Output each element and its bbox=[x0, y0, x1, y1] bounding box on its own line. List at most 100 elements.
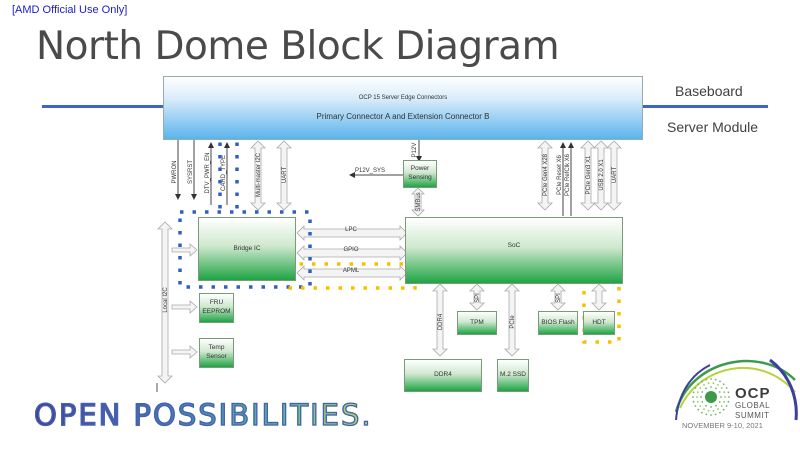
sunburst-dot bbox=[722, 383, 725, 386]
open-possibilities-tagline: OPEN POSSIBILITIES. bbox=[33, 397, 373, 432]
pcie-ssd-bus bbox=[504, 283, 520, 357]
gpio-label: GPIO bbox=[343, 247, 358, 253]
sunburst-dot bbox=[697, 383, 700, 386]
local-i2c-bus bbox=[157, 221, 173, 384]
smbus-label: SMBus bbox=[416, 192, 422, 211]
spi-bios-label: SPI bbox=[556, 293, 562, 303]
spi-bios-bus bbox=[550, 283, 566, 311]
sunburst-dot bbox=[697, 408, 700, 411]
uart-left-label: UART bbox=[282, 167, 288, 184]
sunburst-dot bbox=[715, 404, 717, 407]
bridge-ic-block: Bridge IC bbox=[198, 217, 296, 281]
event-date: NOVEMBER 9-10, 2021 bbox=[682, 421, 763, 430]
pwron-label: PWRON bbox=[172, 161, 178, 184]
ddr4-bus-label: DDR4 bbox=[438, 313, 444, 330]
ddr4-bus bbox=[432, 283, 448, 357]
uart-right-bus bbox=[606, 140, 622, 211]
sunburst-dot bbox=[694, 387, 697, 389]
sunburst-dot bbox=[705, 413, 708, 416]
sunburst-dot bbox=[719, 411, 721, 414]
sunburst-dot bbox=[717, 408, 719, 410]
sunburst-dot bbox=[718, 401, 721, 403]
dtv-pwr-en-label: DTV_PWR_EN bbox=[205, 152, 211, 193]
sunburst-dot bbox=[692, 391, 695, 394]
usb-label: USB 2.0 X1 bbox=[599, 159, 605, 191]
pcie-gen4-bus bbox=[537, 140, 553, 211]
bridge-domain-dotted-outline bbox=[178, 130, 312, 289]
spi-tpm-label: SPI bbox=[475, 293, 481, 303]
sunburst-dot bbox=[696, 396, 698, 398]
spi-tpm-bus bbox=[469, 283, 485, 311]
page-title: North Dome Block Diagram bbox=[36, 24, 560, 69]
sunburst-dot bbox=[707, 382, 710, 385]
hdt-block: HDT bbox=[583, 311, 615, 335]
hdt-bus bbox=[591, 283, 607, 311]
p12v-label: P12V bbox=[412, 143, 418, 158]
sunburst-dot bbox=[703, 384, 705, 386]
sunburst-dot bbox=[719, 380, 721, 383]
sunburst-dot bbox=[712, 409, 715, 412]
sunburst-dot bbox=[696, 391, 699, 394]
sunburst-dot bbox=[703, 408, 705, 410]
p12v-sys-label: P12V_SYS bbox=[355, 168, 385, 174]
lpc-label: LPC bbox=[345, 227, 357, 233]
sunburst-dot bbox=[710, 414, 712, 416]
edge-connector-subtitle: Primary Connector A and Extension Connec… bbox=[316, 112, 490, 121]
ocp-sunburst-icon bbox=[692, 378, 730, 416]
server-module-label: Server Module bbox=[667, 119, 759, 135]
m2-ssd-block: M.2 SSD bbox=[497, 359, 529, 392]
sysrst-label: SYSRST bbox=[188, 160, 194, 184]
ocp-summit-arcs bbox=[674, 358, 798, 421]
baseboard-label: Baseboard bbox=[675, 83, 743, 99]
pcie-refclk-label: PCIe RefClk X6 bbox=[565, 153, 571, 196]
pcie-gen3-bus bbox=[580, 140, 596, 211]
sunburst-dot bbox=[710, 378, 712, 380]
uart-left-bus bbox=[276, 140, 292, 211]
tpm-block: TPM bbox=[457, 311, 497, 335]
edge-connector-title: OCP 15 Server Edge Connectors bbox=[358, 95, 448, 101]
soc-block: SoC bbox=[405, 217, 623, 284]
sunburst-dot bbox=[715, 387, 717, 390]
sunburst-dot bbox=[692, 396, 694, 398]
ocp-global-line: GLOBAL bbox=[735, 401, 771, 410]
sunburst-dot bbox=[714, 378, 717, 381]
ocp-global-summit-text: GLOBAL SUMMIT bbox=[735, 401, 770, 421]
sunburst-dot bbox=[725, 405, 728, 407]
sunburst-dot bbox=[701, 401, 704, 403]
pcie-gen3-label: PCIe Gen3 X1 bbox=[586, 155, 592, 194]
sunburst-dot bbox=[727, 400, 730, 403]
sunburst-dot bbox=[692, 400, 695, 403]
sunburst-dot bbox=[700, 396, 702, 398]
sunburst-dot bbox=[701, 380, 703, 383]
mountain-badge-icon bbox=[705, 391, 717, 403]
multi-master-i2c-bus bbox=[250, 140, 266, 211]
temp-sensor-block: Temp Sensor bbox=[199, 338, 234, 368]
sunburst-dot bbox=[718, 391, 721, 393]
sunburst-dot bbox=[710, 406, 712, 408]
ddr4-block: DDR4 bbox=[404, 359, 482, 392]
sunburst-dot bbox=[722, 408, 725, 411]
sunburst-dot bbox=[694, 405, 697, 407]
sunburst-dot bbox=[717, 384, 719, 386]
sunburst-dot bbox=[727, 391, 730, 394]
sunburst-dot bbox=[705, 387, 707, 390]
apml-label: APML bbox=[343, 268, 360, 274]
local-i2c-to-temp bbox=[171, 345, 198, 359]
uart-right-label: UART bbox=[612, 167, 618, 184]
local-i2c-to-fru bbox=[171, 300, 198, 314]
smbus-bus bbox=[411, 187, 425, 217]
sunburst-dot bbox=[725, 387, 728, 389]
sunburst-dot bbox=[724, 396, 726, 398]
sunburst-dot bbox=[720, 405, 723, 407]
sunburst-dot bbox=[728, 396, 730, 398]
pcie-reset-label: PCIe Reset X6 bbox=[557, 154, 563, 194]
sunburst-dot bbox=[707, 409, 710, 412]
sunburst-dot bbox=[723, 400, 726, 403]
sunburst-dot bbox=[705, 378, 708, 381]
classification-label: [AMD Official Use Only] bbox=[12, 4, 128, 16]
sunburst-dot bbox=[723, 391, 726, 394]
local-i2c-to-bridge bbox=[171, 243, 198, 257]
sunburst-dot bbox=[714, 413, 717, 416]
card-type-label: CARD_TYPE bbox=[221, 155, 227, 191]
